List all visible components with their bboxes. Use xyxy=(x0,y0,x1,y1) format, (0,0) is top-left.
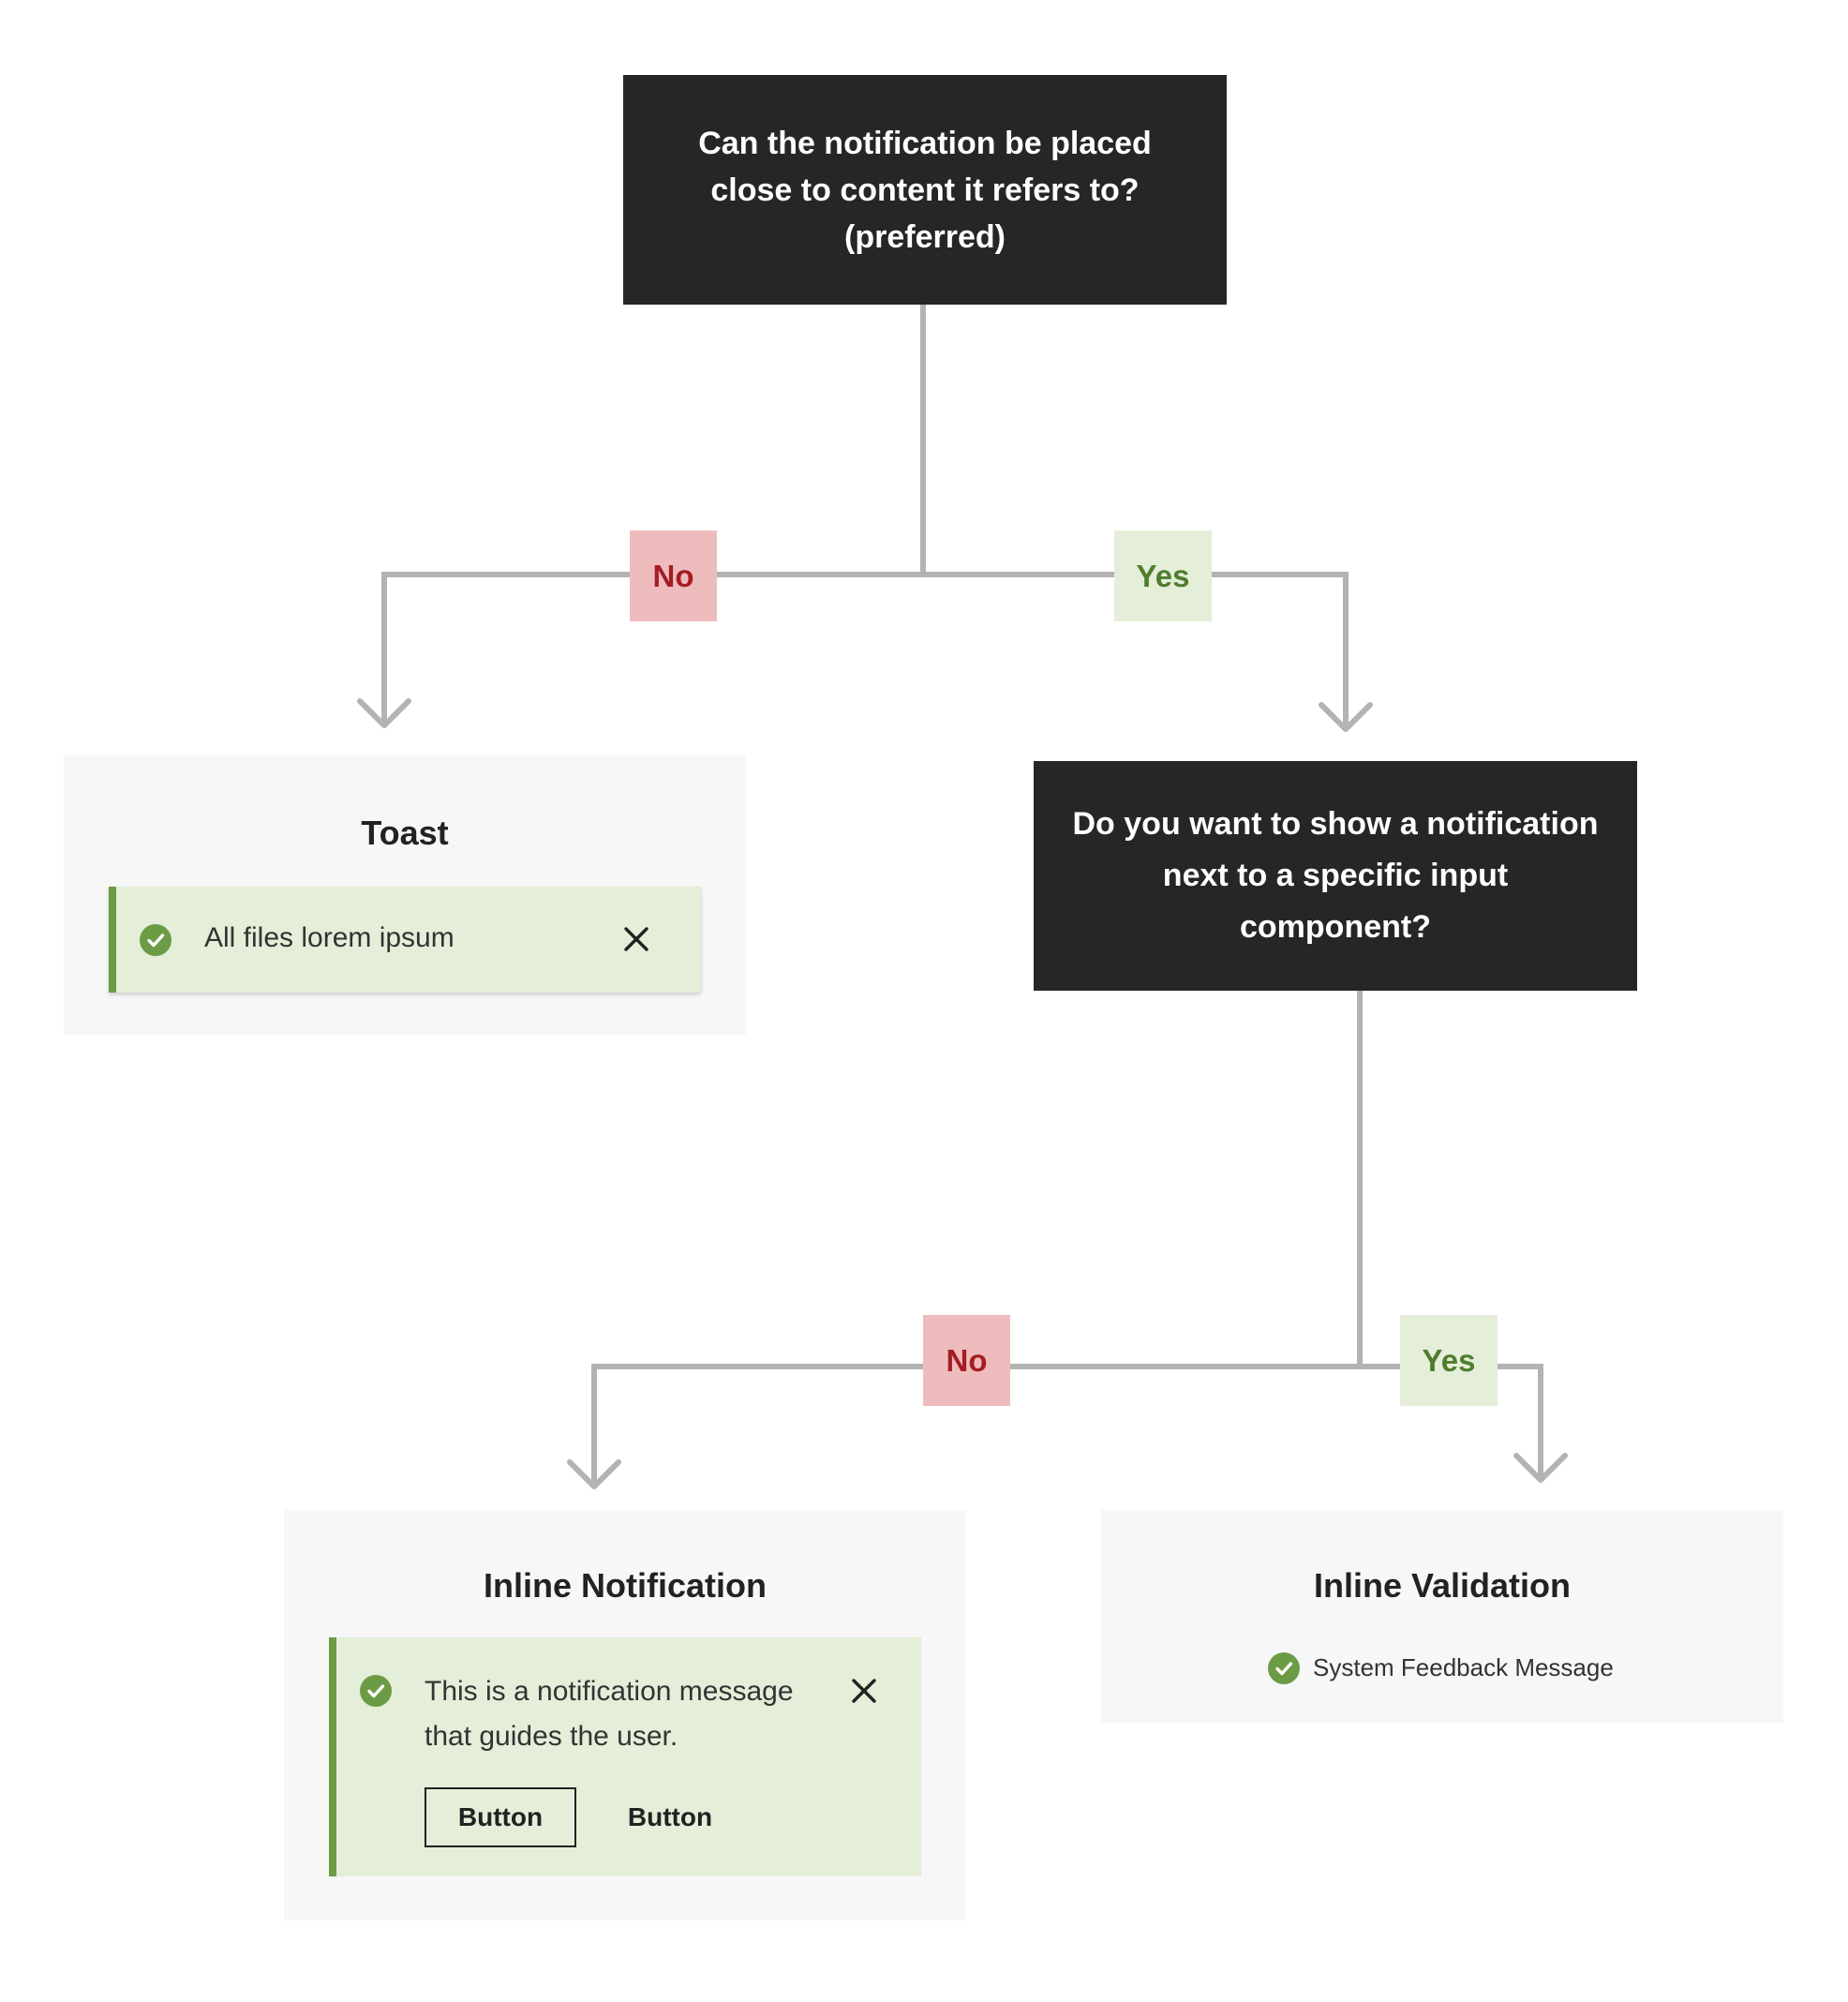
validation-message: System Feedback Message xyxy=(1313,1653,1614,1681)
branch-no-tag: No xyxy=(923,1315,1010,1406)
question-line: Do you want to show a notification xyxy=(1072,806,1599,842)
question-line: Can the notification be placed xyxy=(698,125,1152,161)
branch-no-tag: No xyxy=(630,530,717,621)
connector-secondary-no xyxy=(591,1364,1360,1483)
arrowhead-toast xyxy=(357,698,411,728)
question-input-component: Do you want to show a notification next … xyxy=(1034,761,1637,991)
toast-notification: All files lorem ipsum xyxy=(109,887,701,993)
question-notification-placement: Can the notification be placed close to … xyxy=(623,75,1227,305)
card-title: Inline Validation xyxy=(1313,1566,1572,1605)
inline-notification-message: This is a notification message that guid… xyxy=(425,1676,794,1752)
inline-validation-outcome-card: Inline Validation System Feedback Messag… xyxy=(1101,1510,1783,1723)
question-line: close to content it refers to? xyxy=(710,172,1140,208)
connector-root-no xyxy=(381,572,923,722)
checkmark-circle-icon xyxy=(140,924,171,956)
question-line: next to a specific input xyxy=(1162,858,1509,893)
toast-message: All files lorem ipsum xyxy=(204,922,455,953)
connector-root-yes xyxy=(923,572,1349,726)
card-title: Inline Notification xyxy=(484,1566,767,1605)
primary-button[interactable]: Button xyxy=(425,1787,576,1847)
arrowhead-secondary-question xyxy=(1319,702,1373,732)
close-icon[interactable] xyxy=(850,1677,878,1705)
inline-notification-outcome-card: Inline Notification This is a notificati… xyxy=(284,1510,966,1920)
branch-yes-tag: Yes xyxy=(1400,1315,1498,1406)
checkmark-circle-icon xyxy=(1268,1652,1300,1684)
toast-outcome-card: Toast All files lorem ipsum xyxy=(64,755,746,1035)
question-line: component? xyxy=(1240,909,1431,945)
branch-yes-tag: Yes xyxy=(1114,530,1212,621)
secondary-button[interactable]: Button xyxy=(627,1802,713,1831)
question-line: (preferred) xyxy=(844,218,1006,255)
card-title: Toast xyxy=(361,814,449,852)
inline-notification: This is a notification message that guid… xyxy=(329,1637,921,1876)
close-icon[interactable] xyxy=(622,925,650,953)
checkmark-circle-icon xyxy=(360,1675,392,1707)
arrowhead-inline-notification xyxy=(567,1459,621,1489)
arrowhead-inline-validation xyxy=(1513,1453,1568,1483)
